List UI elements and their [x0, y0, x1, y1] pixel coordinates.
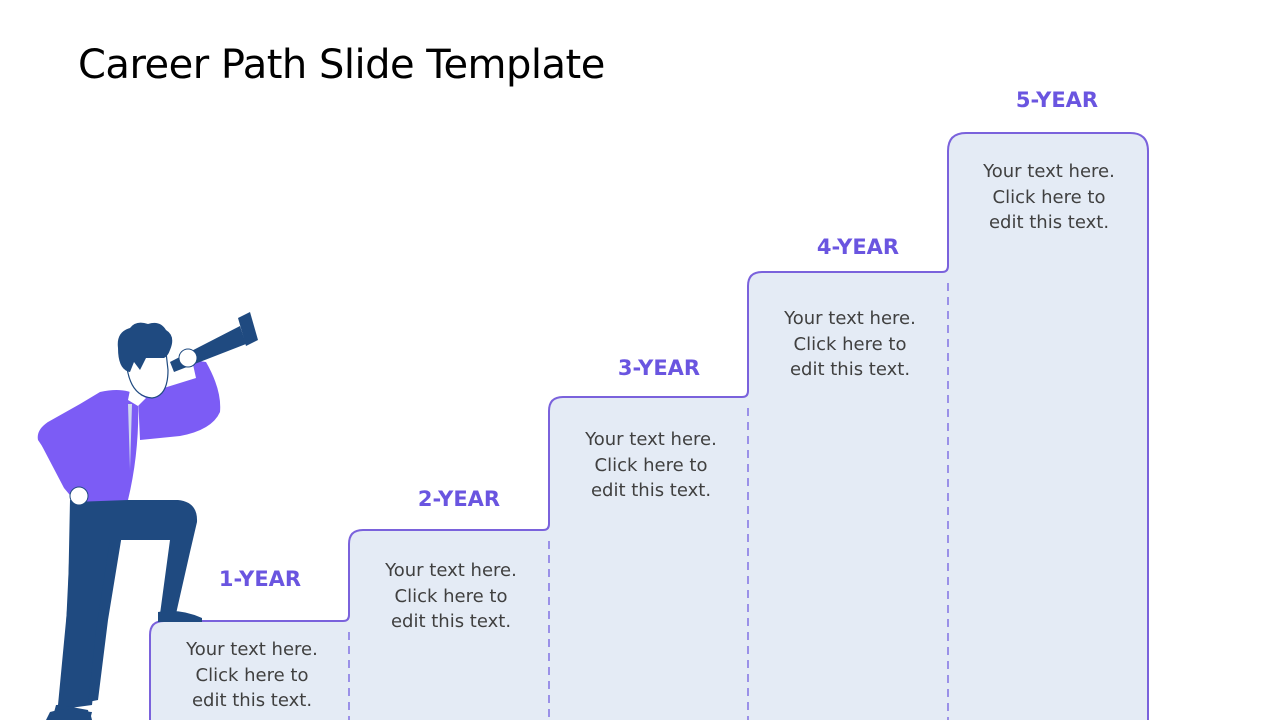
slide-title[interactable]: Career Path Slide Template: [78, 42, 605, 88]
step-4-label: 4-YEAR: [816, 235, 900, 259]
step-2-text[interactable]: Your text here. Click here to edit this …: [385, 560, 517, 632]
step-1-label: 1-YEAR: [218, 567, 302, 591]
staircase-shape: [149, 132, 1149, 720]
step-3-text[interactable]: Your text here. Click here to edit this …: [585, 429, 717, 501]
man-with-telescope-icon: [37, 312, 258, 720]
step-4-text[interactable]: Your text here. Click here to edit this …: [784, 308, 916, 380]
step-5-label: 5-YEAR: [1015, 88, 1099, 112]
step-3-label: 3-YEAR: [617, 356, 701, 380]
step-1-text[interactable]: Your text here. Click here to edit this …: [186, 639, 318, 711]
step-dividers: [348, 283, 949, 720]
step-2-label: 2-YEAR: [417, 487, 501, 511]
step-5-text[interactable]: Your text here. Click here to edit this …: [983, 161, 1115, 233]
